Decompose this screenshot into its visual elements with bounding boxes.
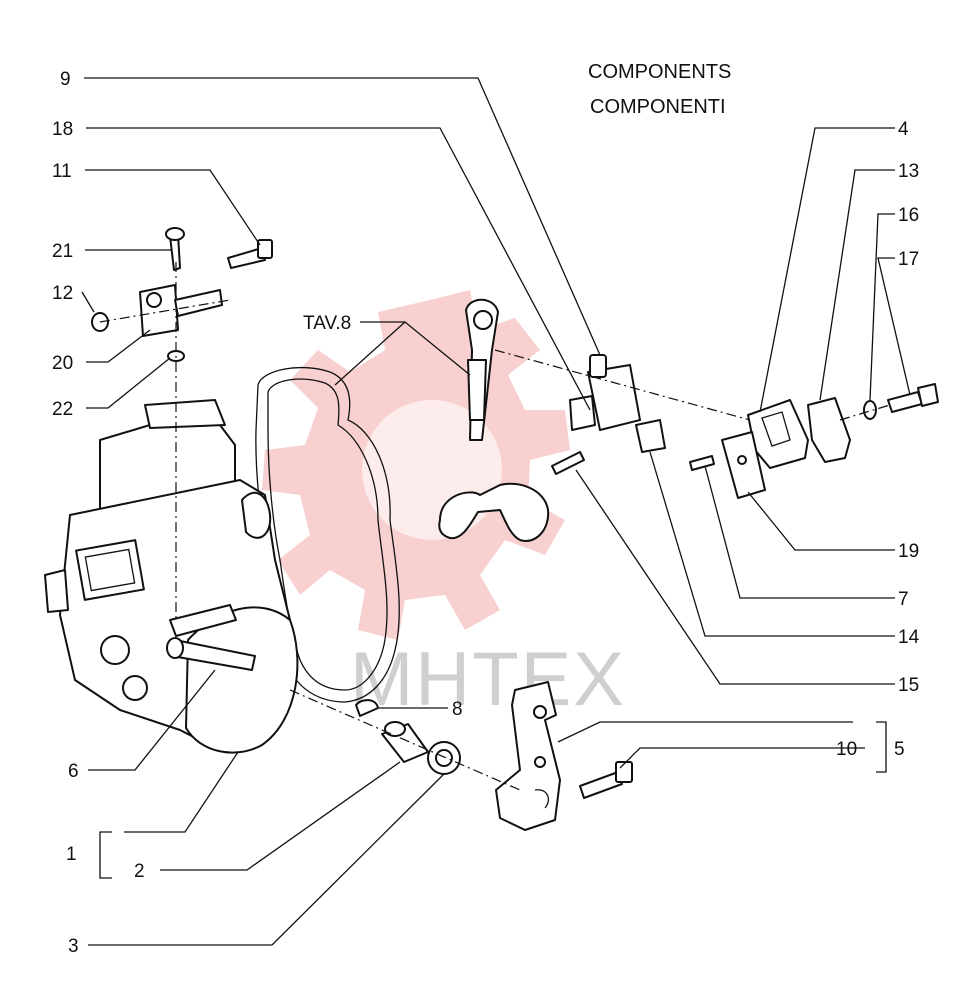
watermark-gear-logo <box>262 290 570 640</box>
callout-12: 12 <box>52 283 73 304</box>
callout-19: 19 <box>898 541 919 562</box>
callout-22: 22 <box>52 399 73 420</box>
callout-16: 16 <box>898 205 919 226</box>
callout-8: 8 <box>452 699 463 720</box>
bolt-10 <box>579 771 623 799</box>
washer-16 <box>863 400 877 420</box>
callout-15: 15 <box>898 675 919 696</box>
callout-3: 3 <box>68 936 79 957</box>
bracket-20 <box>139 284 223 337</box>
plate-parts <box>689 397 851 499</box>
bush-2 <box>381 721 429 763</box>
callout-17: 17 <box>898 249 919 270</box>
callout-9: 9 <box>60 69 71 90</box>
housing-assembly <box>44 399 299 754</box>
callout-20: 20 <box>52 353 73 374</box>
callout-14: 14 <box>898 627 920 648</box>
leader-lines <box>81 77 911 946</box>
callout-1: 1 <box>66 844 77 865</box>
callout-10: 10 <box>836 739 857 760</box>
header-line-2: COMPONENTI <box>590 96 726 118</box>
callout-tav8: TAV.8 <box>303 313 351 334</box>
bolt-11 <box>227 247 266 269</box>
watermark-text: МНТЕХ <box>350 637 626 722</box>
callout-2: 2 <box>134 861 145 882</box>
lever-5 <box>495 681 561 831</box>
seal-3 <box>427 741 461 775</box>
shift-fork-lever <box>438 298 550 542</box>
selector-block <box>551 354 666 475</box>
header-line-1: COMPONENTS <box>588 61 731 83</box>
callout-6: 6 <box>68 761 79 782</box>
callout-5: 5 <box>894 739 905 760</box>
bolt-17 <box>887 383 939 413</box>
callout-18: 18 <box>52 119 73 140</box>
callout-7: 7 <box>898 589 909 610</box>
callout-11: 11 <box>52 161 72 182</box>
callout-13: 13 <box>898 161 919 182</box>
callout-4: 4 <box>898 119 909 140</box>
callout-21: 21 <box>52 241 73 262</box>
